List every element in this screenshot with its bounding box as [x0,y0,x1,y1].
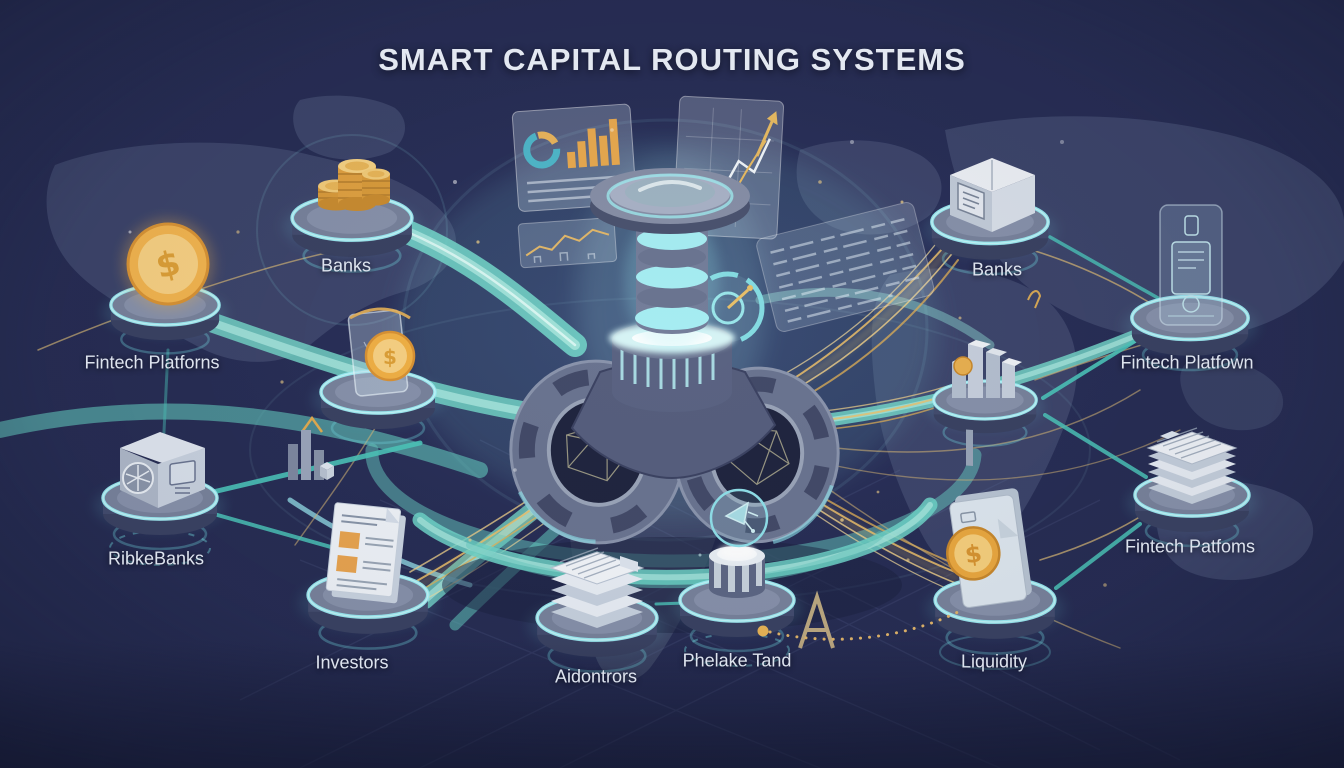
node-label-ribke-banks: RibkeBanks [107,548,205,569]
node-label-phelake-tand: Phelake Tand [682,650,792,671]
node-label-liquidity: Liquidity [960,651,1028,672]
page-title: SMART CAPITAL ROUTING SYSTEMS [378,42,966,77]
node-label-fintech-platforms: Fintech Platforns [84,352,220,373]
node-label-fintech-patfoms: Fintech Patfoms [1124,536,1256,557]
node-label-banks-right: Banks [971,259,1023,280]
node-label-investors: Investors [315,652,389,673]
node-label-banks-left: Banks [320,255,372,276]
node-label-fintech-platfown: Fintech Platfown [1120,352,1254,373]
node-label-aidontrors: Aidontrors [554,666,638,687]
bottom-fade [0,640,1344,768]
